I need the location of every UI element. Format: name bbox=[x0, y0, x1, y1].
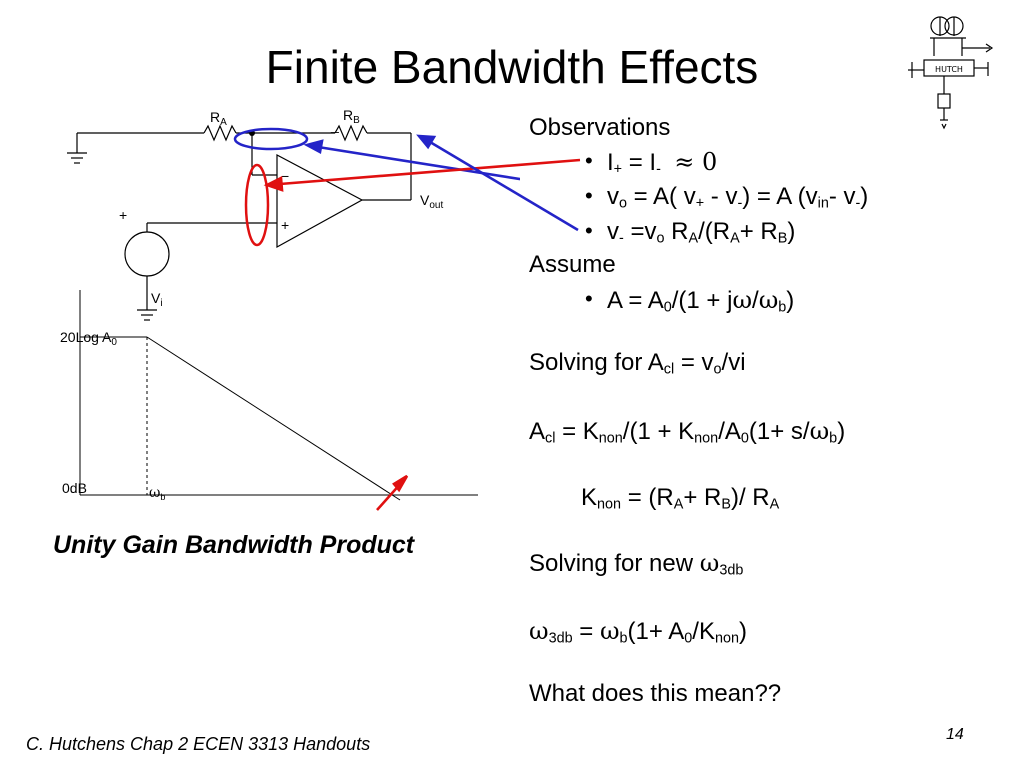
hutchens-logo: HUTCH bbox=[908, 16, 994, 130]
slide-title: Finite Bandwidth Effects bbox=[265, 41, 759, 93]
knon-equation: Knon = (RA+ RB)/ RA bbox=[581, 484, 780, 513]
observation-bullet-1: I+ = I- ≈ 0 bbox=[585, 148, 717, 177]
solving-w3db-line: Solving for new ω3db bbox=[529, 549, 744, 579]
arrow-overlay bbox=[263, 134, 581, 232]
red-highlight-ellipse bbox=[244, 163, 270, 247]
vout-label: Vout bbox=[420, 192, 443, 211]
rb-minus-mark: _ bbox=[330, 117, 339, 133]
observations-heading: Observations bbox=[529, 114, 671, 141]
omega-b-label: ωb bbox=[149, 485, 165, 502]
vi-label: Vi bbox=[151, 290, 163, 309]
inverting-sign: − bbox=[281, 168, 289, 184]
circuit-diagram: RA RB _ Vout − + + Vi 20Log A0 0dB ωb bbox=[60, 107, 520, 511]
noninverting-sign: + bbox=[281, 217, 289, 233]
assume-bullet: A = A0/(1 + jω/ωb) bbox=[585, 286, 794, 315]
zero-db-label: 0dB bbox=[62, 480, 87, 496]
solving-acl-line: Solving for Acl = vo/vi bbox=[529, 349, 746, 378]
page-number: 14 bbox=[946, 726, 964, 743]
footer-text: C. Hutchens Chap 2 ECEN 3313 Handouts bbox=[26, 734, 371, 754]
w3db-equation: ω3db = ωb(1+ A0/Knon) bbox=[529, 617, 747, 647]
acl-equation: Acl = Knon/(1 + Knon/A0(1+ s/ωb) bbox=[529, 417, 846, 447]
observation-bullet-3: v- =vo RA/(RA+ RB) bbox=[585, 218, 795, 246]
observation-bullet-2: vo = A( v+ - v-) = A (vin- v-) bbox=[585, 183, 868, 211]
ra-label: RA bbox=[210, 109, 227, 128]
gain-axis-label: 20Log A0 bbox=[60, 329, 117, 348]
blue-highlight-ellipse bbox=[233, 127, 309, 151]
source-plus-sign: + bbox=[119, 207, 127, 223]
logo-text: HUTCH bbox=[935, 65, 963, 74]
question-line: What does this mean?? bbox=[529, 680, 782, 707]
unity-gain-caption: Unity Gain Bandwidth Product bbox=[53, 531, 415, 559]
rb-label: RB bbox=[343, 107, 360, 126]
assume-heading: Assume bbox=[529, 251, 616, 278]
